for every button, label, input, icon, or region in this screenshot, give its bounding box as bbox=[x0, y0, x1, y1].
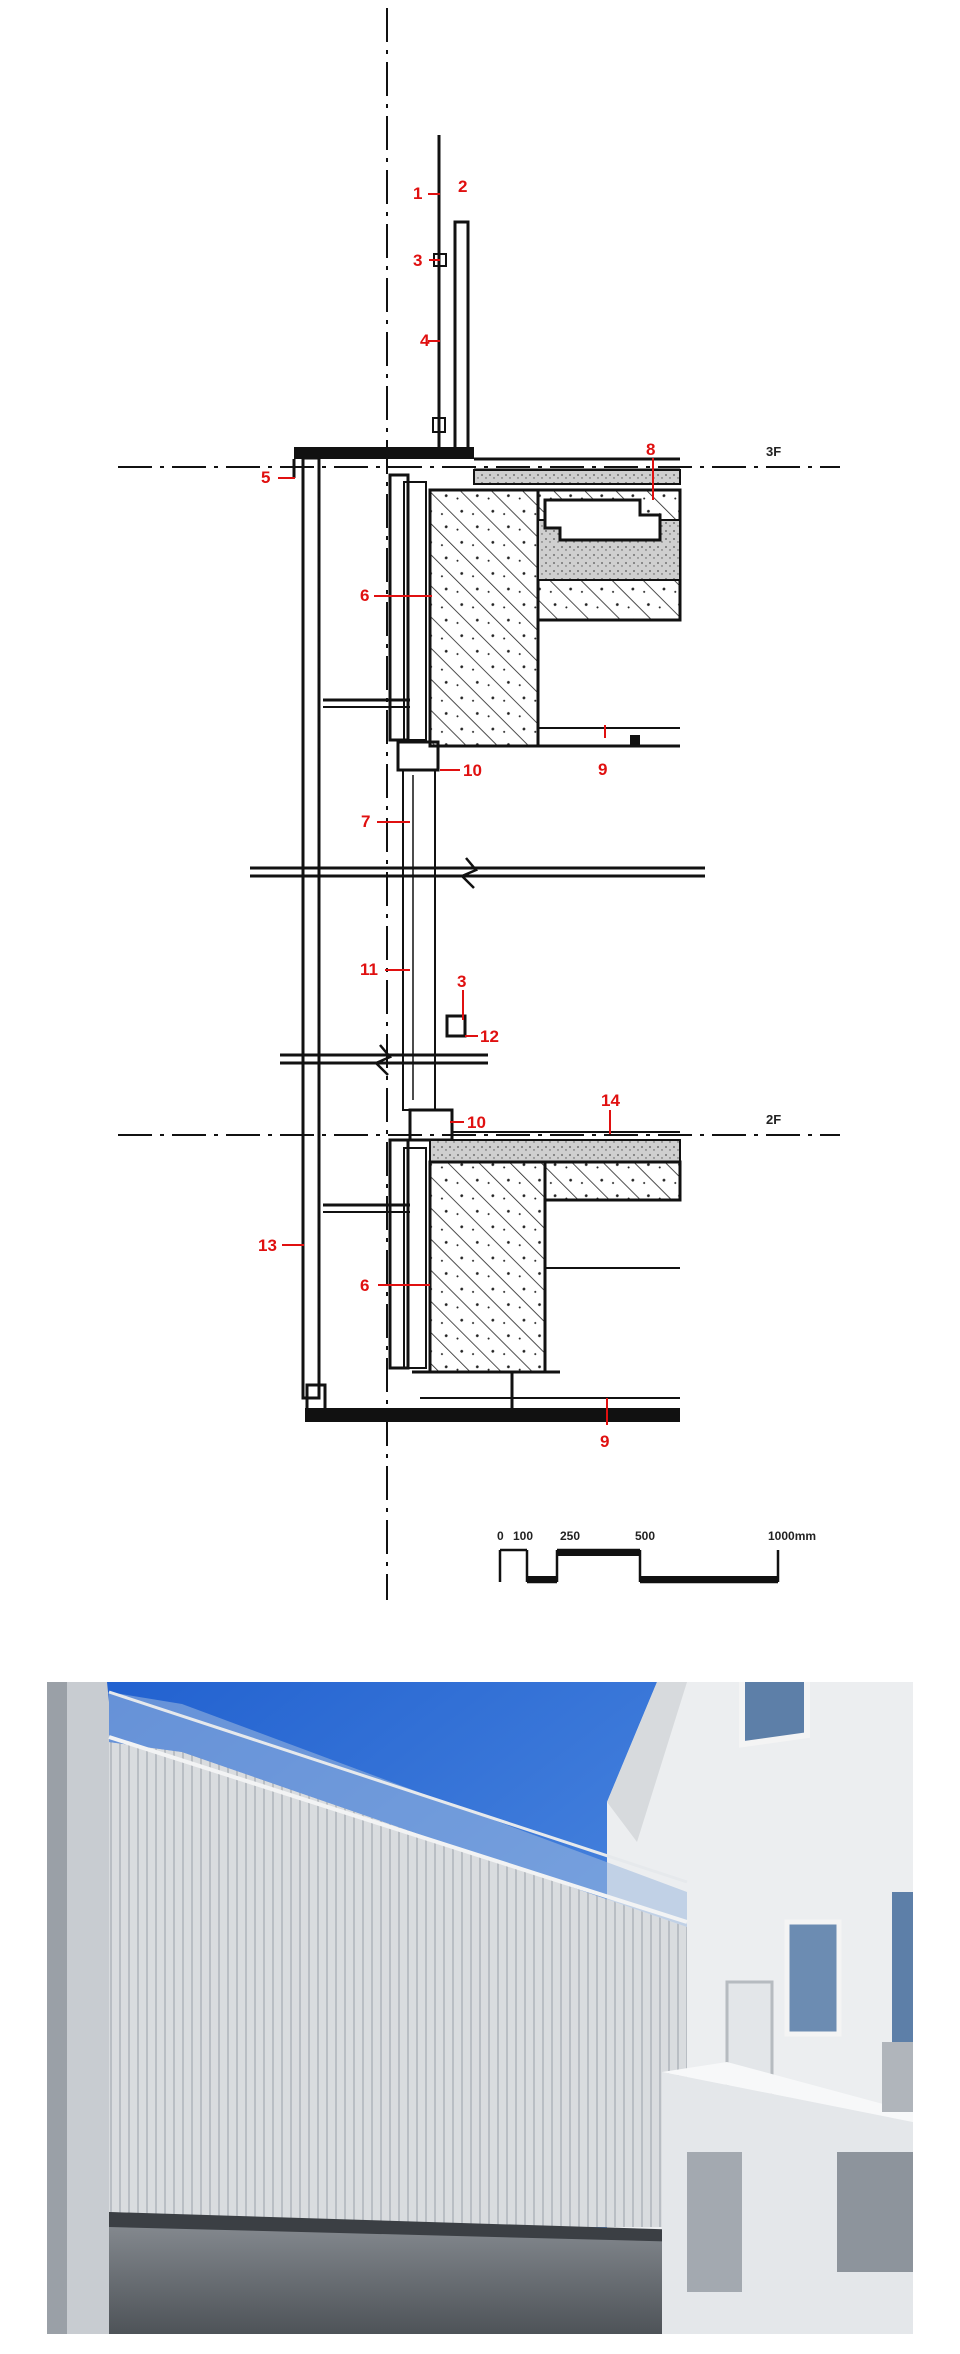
callout-6b: 6 bbox=[360, 1276, 369, 1295]
level-marker-lower: 2F bbox=[766, 1112, 781, 1127]
scale-label-250: 250 bbox=[560, 1529, 580, 1543]
callout-2: 2 bbox=[458, 177, 467, 196]
callout-leaders bbox=[278, 193, 654, 1425]
level-marker-upper: 3F bbox=[766, 444, 781, 459]
sub-frame bbox=[323, 698, 440, 1111]
scale-bar: 0 100 250 500 1000mm bbox=[497, 1529, 816, 1584]
callout-10: 10 bbox=[463, 761, 482, 780]
scale-label-0: 0 bbox=[497, 1529, 504, 1543]
upper-beam bbox=[388, 473, 682, 748]
lower-beam bbox=[305, 1108, 682, 1422]
callout-10b: 10 bbox=[467, 1113, 486, 1132]
callout-9b: 9 bbox=[600, 1432, 609, 1451]
callout-11: 11 bbox=[360, 960, 378, 979]
callout-12: 12 bbox=[480, 1027, 499, 1046]
callout-8: 8 bbox=[646, 440, 655, 459]
wall-section-drawing: 3F 2F bbox=[118, 8, 840, 1600]
break-line-lower bbox=[280, 1044, 488, 1076]
scale-label-100: 100 bbox=[513, 1529, 533, 1543]
upper-slab-edge bbox=[292, 447, 681, 485]
outer-cladding bbox=[301, 456, 327, 1412]
scale-label-500: 500 bbox=[635, 1529, 655, 1543]
building-photograph bbox=[47, 1682, 913, 2334]
callout-3b: 3 bbox=[457, 972, 466, 991]
callout-6: 6 bbox=[360, 586, 369, 605]
callout-9: 9 bbox=[598, 760, 607, 779]
handrail-bracket bbox=[445, 1014, 467, 1038]
break-line-upper bbox=[250, 857, 705, 889]
callout-5: 5 bbox=[261, 468, 270, 487]
scale-label-1000: 1000mm bbox=[768, 1529, 816, 1543]
callout-7: 7 bbox=[361, 812, 370, 831]
callout-1: 1 bbox=[413, 184, 422, 203]
callout-13: 13 bbox=[258, 1236, 277, 1255]
callout-14: 14 bbox=[601, 1091, 620, 1110]
callout-4: 4 bbox=[420, 331, 430, 350]
photo-illustration bbox=[47, 1682, 913, 2334]
callout-labels: 1 2 3 4 5 6 7 8 9 10 11 3 12 10 14 13 6 … bbox=[258, 177, 655, 1451]
callout-3: 3 bbox=[413, 251, 422, 270]
